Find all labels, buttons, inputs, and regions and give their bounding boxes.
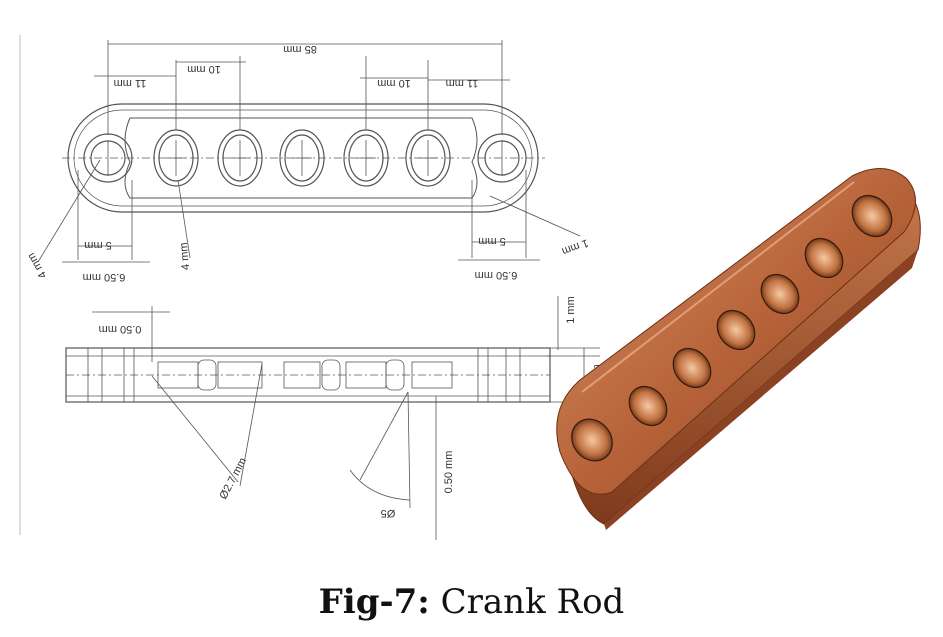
dim-right-end: 6.50 mm [475, 269, 518, 281]
caption-label: Fig-7: [318, 582, 430, 622]
dim-left-pitch: 11 mm [114, 77, 147, 89]
dim-total: 85 mm [283, 43, 317, 55]
dim-left-hole-pitch: 10 mm [187, 63, 221, 75]
dim-right-pitch: 11 mm [446, 77, 479, 89]
crank-rod-drawing: 85 mm 11 mm 10 mm 10 mm 11 mm 4 mm 5 mm … [19, 35, 921, 540]
dim-center-hole: 4 mm [178, 242, 192, 270]
dim-left-offset: 5 mm [84, 239, 112, 251]
isometric-view [556, 168, 921, 530]
dim-right-top: 1 mm [565, 296, 577, 324]
caption-text: Crank Rod [440, 582, 625, 622]
iso-holes [571, 194, 893, 462]
dim-right-radius: 1 mm [560, 236, 590, 257]
dim-left-end: 6.50 mm [83, 271, 126, 283]
figure-caption: Fig-7: Crank Rod [0, 582, 943, 622]
top-view [37, 40, 581, 263]
dim-right-hole-pitch: 10 mm [377, 77, 411, 89]
dim-left-radius: 4 mm [25, 251, 49, 281]
dim-dia-b: Ø5 [381, 507, 396, 519]
dim-top-step: 0.50 mm [99, 323, 142, 335]
side-view [65, 296, 600, 540]
dim-right-offset: 5 mm [478, 235, 506, 247]
dim-bottom-step: 0.50 mm [443, 451, 455, 494]
